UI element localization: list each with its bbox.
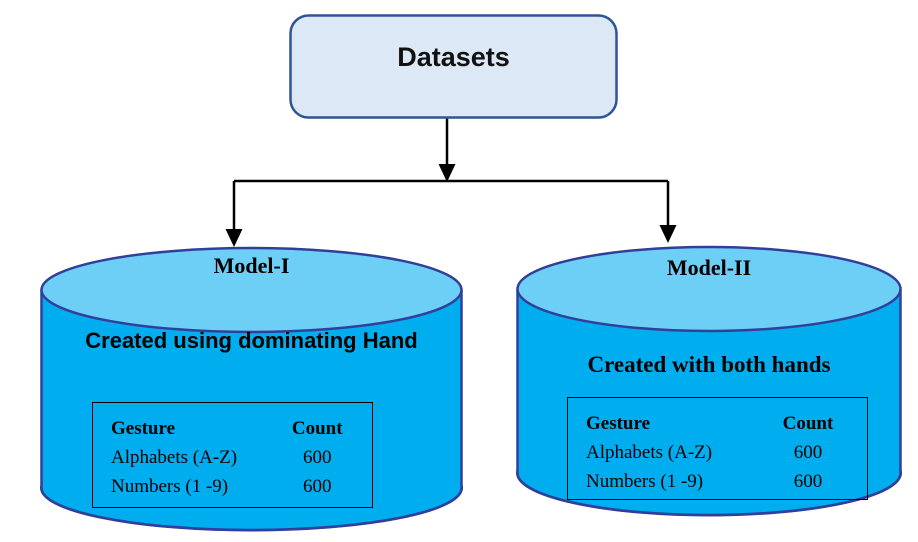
left-cylinder-top-ellipse <box>40 246 463 334</box>
table-row: Alphabets (A-Z) 600 <box>586 438 867 467</box>
gesture-column-header: Gesture <box>111 418 176 439</box>
left-cylinder-shape <box>40 246 463 532</box>
left-cylinder-body <box>40 290 463 532</box>
right-cylinder-body <box>516 289 902 517</box>
datasets-box-label: Datasets <box>397 41 510 72</box>
left-cylinder-subtitle: Created using dominating Hand <box>85 328 418 353</box>
right-cylinder-top-ellipse <box>516 245 902 333</box>
left-gesture-table: Gesture Count Alphabets (A-Z) 600 Number… <box>92 402 373 508</box>
gesture-column-header: Gesture <box>586 413 651 434</box>
arrowhead-left <box>225 229 243 247</box>
count-cell: 600 <box>302 476 332 497</box>
right-gesture-table: Gesture Count Alphabets (A-Z) 600 Number… <box>567 397 868 500</box>
count-column-header: Count <box>782 413 834 434</box>
gesture-cell: Numbers (1 -9) <box>586 471 704 492</box>
table-header-row: Gesture Count <box>586 409 867 438</box>
gesture-cell: Alphabets (A-Z) <box>111 447 238 468</box>
table-header-row: Gesture Count <box>111 414 372 443</box>
left-cylinder-title: Model-I <box>213 253 290 278</box>
arrowhead-right <box>659 225 677 243</box>
table-row: Alphabets (A-Z) 600 <box>111 443 372 472</box>
right-cylinder-shape <box>516 245 902 517</box>
right-cylinder-subtitle: Created with both hands <box>587 352 831 377</box>
arrowhead-center <box>438 164 456 182</box>
table-row: Numbers (1 -9) 600 <box>111 472 372 501</box>
right-cylinder-title: Model-II <box>666 255 752 280</box>
count-cell: 600 <box>793 442 823 463</box>
count-column-header: Count <box>291 418 343 439</box>
gesture-cell: Alphabets (A-Z) <box>586 442 713 463</box>
table-row: Numbers (1 -9) 600 <box>586 467 867 496</box>
count-cell: 600 <box>302 447 332 468</box>
gesture-cell: Numbers (1 -9) <box>111 476 229 497</box>
count-cell: 600 <box>793 471 823 492</box>
datasets-box-shape <box>289 14 618 119</box>
